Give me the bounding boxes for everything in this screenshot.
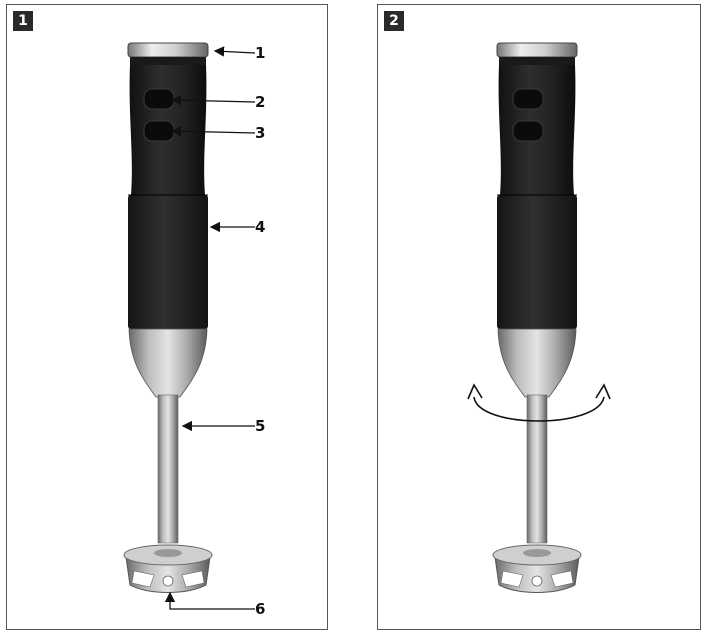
rotation-arrowhead-right-icon [595,383,611,400]
panel-number-badge: 1 [13,11,33,31]
callout-arrow-2 [170,95,256,106]
callout-label-3: 3 [255,124,266,142]
callout-label-4: 4 [255,218,266,236]
callout-arrow-1 [213,46,256,57]
figure-panel-1: 1 1 2 3 4 5 6 [6,4,328,630]
callout-arrow-3 [170,126,256,137]
hand-blender-illustration [123,42,256,610]
callout-label-6: 6 [255,600,266,618]
rotation-arrow-icon [473,396,605,422]
callout-label-2: 2 [255,93,266,111]
figure-panel-2: 2 [377,4,701,630]
callout-arrow-6 [164,591,255,610]
panel-number-badge: 2 [384,11,404,31]
rotation-arrowhead-left-icon [467,383,483,400]
callout-label-5: 5 [255,417,266,435]
hand-blender-illustration [467,42,611,593]
callout-label-1: 1 [255,44,266,62]
